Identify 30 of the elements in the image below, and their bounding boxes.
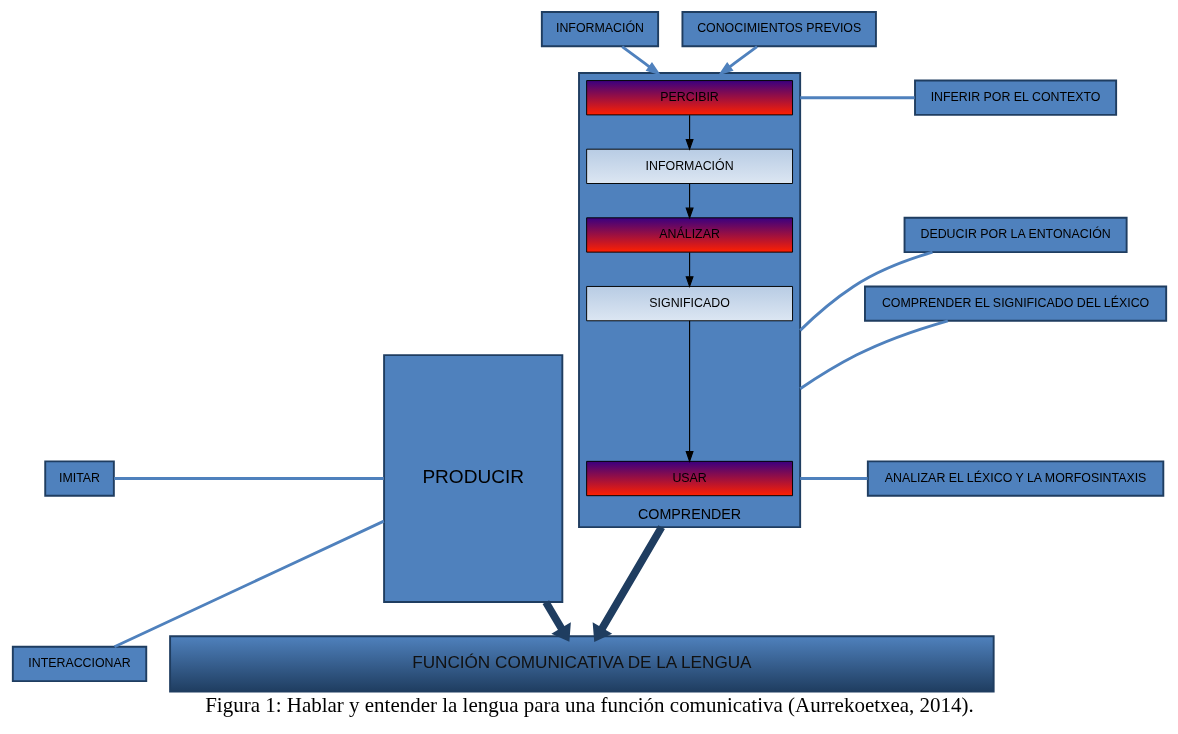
connector bbox=[113, 519, 384, 648]
node-box: IMITAR bbox=[43, 460, 115, 497]
connector bbox=[798, 250, 933, 332]
node-box: SIGNIFICADO bbox=[585, 285, 793, 322]
arrow bbox=[620, 45, 661, 76]
node-box: USAR bbox=[585, 460, 793, 497]
arrow bbox=[684, 251, 694, 289]
node-box: ANÁLIZAR bbox=[585, 217, 793, 253]
arrow bbox=[684, 114, 694, 151]
node-box: INFERIR POR EL CONTEXTO bbox=[913, 79, 1117, 116]
node-box: INFORMACIÓN bbox=[540, 10, 659, 48]
connector bbox=[799, 477, 868, 480]
node-box: INTERACCIONAR bbox=[11, 645, 147, 683]
arrow bbox=[717, 45, 758, 76]
node-box: DEDUCIR POR LA ENTONACIÓN bbox=[903, 216, 1128, 254]
node-box: PRODUCIR bbox=[382, 354, 563, 603]
node-box: COMPRENDER EL SIGNIFICADO DEL LÉXICO bbox=[863, 285, 1167, 322]
arrow bbox=[592, 525, 665, 642]
arrow bbox=[684, 320, 694, 463]
node-box: INFORMACIÓN bbox=[585, 148, 793, 184]
node-box: FUNCIÓN COMUNICATIVA DE LA LENGUA bbox=[168, 635, 995, 693]
connector bbox=[798, 319, 948, 390]
arrow bbox=[542, 600, 571, 642]
node-box: PERCIBIR bbox=[585, 80, 793, 116]
connector bbox=[799, 96, 915, 100]
node-box: ANALIZAR EL LÉXICO Y LA MORFOSINTAXIS bbox=[866, 460, 1164, 497]
caption: Figura 1: Hablar y entender la lengua para una función comunicativa (Aurrekoetxea, 2014). bbox=[204, 693, 974, 718]
node-box: CONOCIMIENTOS PREVIOS bbox=[681, 10, 877, 48]
connector bbox=[113, 477, 384, 480]
arrow bbox=[684, 183, 694, 220]
